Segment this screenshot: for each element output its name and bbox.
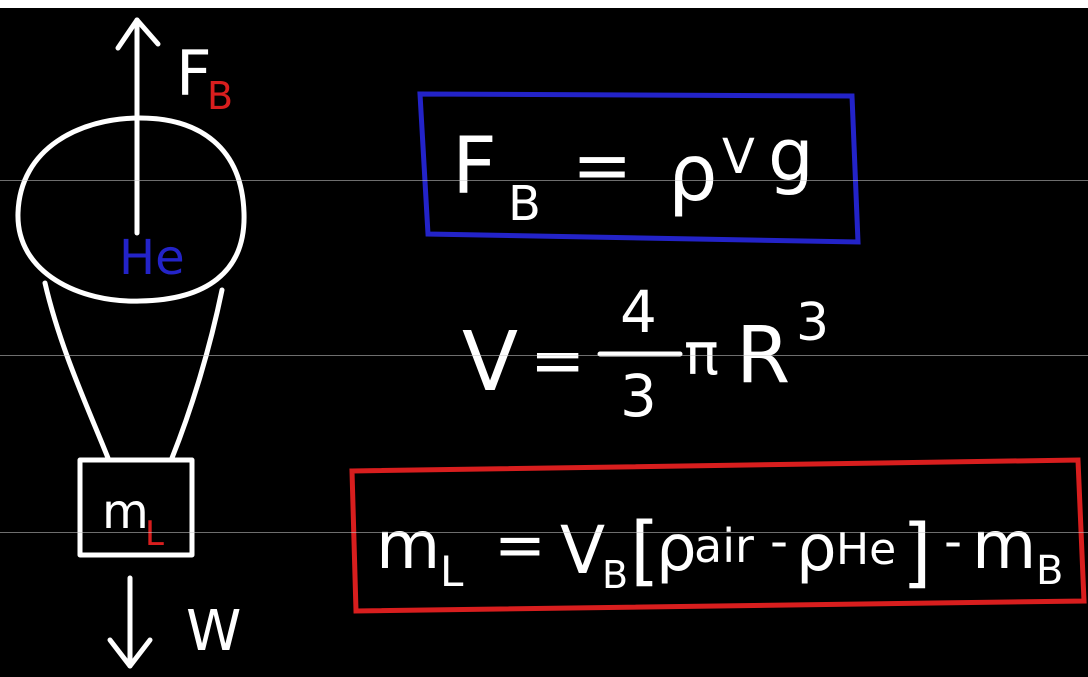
volume-equals: = bbox=[530, 322, 585, 399]
load-eq-lhs-subscript: L bbox=[440, 547, 464, 596]
buoyancy-lhs: F bbox=[452, 122, 497, 212]
volume-exponent: 3 bbox=[796, 293, 829, 353]
balloon-rope-left bbox=[45, 283, 108, 458]
load-mass-subscript: L bbox=[145, 514, 164, 554]
load-eq-minus-2: - bbox=[944, 512, 962, 570]
volume-radius: R bbox=[736, 311, 790, 401]
load-mass-equation: m L = V B [ ρ air - ρ He ] - m B bbox=[376, 505, 1063, 597]
load-eq-rho-air: ρ bbox=[656, 512, 697, 586]
drawing-canvas: F B He m L W F B = ρ V g V = 4 3 π R 3 bbox=[0, 8, 1088, 677]
buoyancy-gravity: g bbox=[768, 113, 814, 197]
load-eq-close-bracket: ] bbox=[902, 507, 932, 596]
balloon-rope-right bbox=[172, 290, 222, 458]
scan-line bbox=[0, 180, 1088, 181]
buoyancy-lhs-subscript: B bbox=[508, 176, 541, 232]
buoyant-force-subscript: B bbox=[207, 74, 233, 118]
volume-equation: V = 4 3 π R 3 bbox=[462, 278, 829, 430]
load-eq-minus-1: - bbox=[770, 512, 788, 570]
scan-line bbox=[0, 355, 1088, 356]
weight-label: W bbox=[186, 599, 241, 664]
load-eq-rho-he: ρ bbox=[796, 512, 837, 586]
load-eq-air: air bbox=[694, 519, 754, 573]
volume-lhs: V bbox=[462, 315, 518, 410]
buoyancy-volume: V bbox=[722, 129, 755, 185]
load-eq-equals: = bbox=[494, 508, 546, 581]
buoyancy-rho: ρ bbox=[668, 129, 718, 219]
buoyancy-equals: = bbox=[572, 123, 632, 207]
buoyancy-equation: F B = ρ V g bbox=[452, 113, 814, 232]
chalkboard: F B He m L W F B = ρ V g V = 4 3 π R 3 bbox=[0, 8, 1088, 677]
load-eq-volume: V bbox=[560, 512, 605, 589]
load-eq-balloon-mass-subscript: B bbox=[1036, 548, 1063, 594]
volume-pi: π bbox=[684, 320, 719, 388]
volume-numerator: 4 bbox=[620, 278, 657, 346]
load-eq-balloon-mass: m bbox=[972, 507, 1036, 584]
load-eq-volume-subscript: B bbox=[602, 553, 628, 597]
scan-line bbox=[0, 532, 1088, 533]
volume-denominator: 3 bbox=[620, 362, 657, 430]
gas-label: He bbox=[119, 230, 185, 286]
load-eq-lhs: m bbox=[376, 507, 440, 584]
